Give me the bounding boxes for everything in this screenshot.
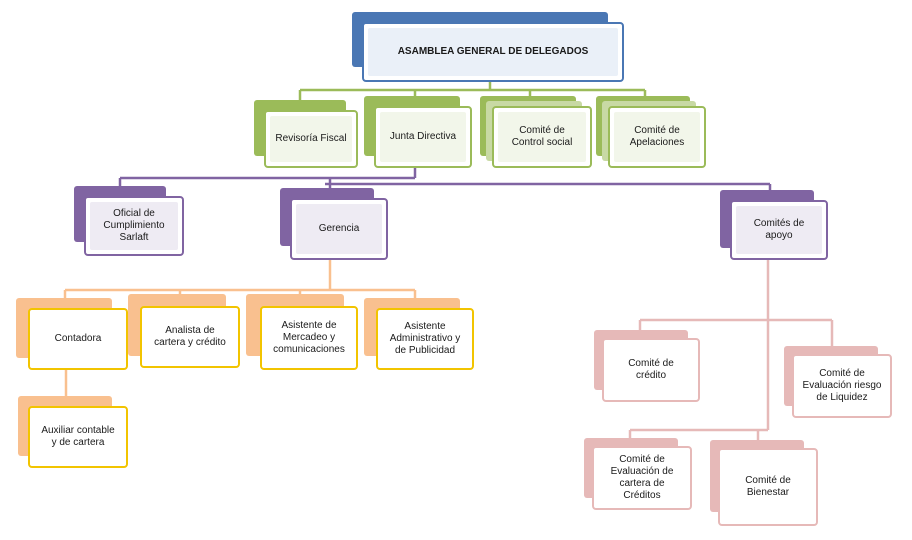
node-evaluacion-label: Comité de Evaluación de cartera de Crédi… bbox=[610, 454, 674, 501]
node-liquidez: Comité de Evaluación riesgo de Liquidez bbox=[784, 346, 894, 418]
node-control: Comité de Control social bbox=[480, 96, 592, 168]
node-credito: Comité de crédito bbox=[594, 330, 700, 402]
node-gerencia-label: Gerencia bbox=[318, 223, 360, 234]
node-administrativo-label: Asistente Administrativo y de Publicidad bbox=[389, 321, 461, 356]
node-bienestar: Comité de Bienestar bbox=[710, 440, 820, 528]
node-asamblea: ASAMBLEA GENERAL DE DELEGADOS bbox=[352, 12, 624, 82]
node-apelaciones: Comité de Apelaciones bbox=[596, 96, 706, 168]
node-junta-label: Junta Directiva bbox=[389, 131, 457, 142]
node-asamblea-label: ASAMBLEA GENERAL DE DELEGADOS bbox=[397, 46, 589, 57]
node-junta: Junta Directiva bbox=[364, 96, 472, 168]
node-contadora: Contadora bbox=[16, 298, 128, 370]
node-oficial: Oficial de Cumplimiento Sarlaft bbox=[74, 186, 184, 256]
gerencia-connectors bbox=[63, 260, 417, 400]
node-revisoria-label: Revisoría Fiscal bbox=[275, 133, 347, 144]
node-mercadeo: Asistente de Mercadeo y comunicaciones bbox=[246, 294, 358, 370]
node-apelaciones-label: Comité de Apelaciones bbox=[629, 125, 685, 148]
node-analista: Analista de cartera y crédito bbox=[128, 294, 240, 368]
node-analista-label: Analista de cartera y crédito bbox=[154, 325, 226, 348]
asamblea-connectors bbox=[298, 80, 647, 100]
node-oficial-label: Oficial de Cumplimiento Sarlaft bbox=[103, 208, 165, 243]
node-credito-label: Comité de crédito bbox=[628, 358, 674, 381]
node-mercadeo-label: Asistente de Mercadeo y comunicaciones bbox=[273, 320, 345, 355]
node-evaluacion: Comité de Evaluación de cartera de Crédi… bbox=[584, 438, 692, 510]
node-control-label: Comité de Control social bbox=[511, 125, 573, 148]
node-apoyo: Comités de apoyo bbox=[720, 190, 828, 260]
node-gerencia: Gerencia bbox=[280, 188, 388, 260]
node-apoyo-label: Comités de apoyo bbox=[753, 218, 805, 241]
node-contadora-label: Contadora bbox=[54, 333, 102, 344]
node-bienestar-label: Comité de Bienestar bbox=[745, 475, 791, 498]
node-revisoria: Revisoría Fiscal bbox=[254, 100, 358, 168]
junta-connectors bbox=[118, 166, 772, 192]
node-auxiliar-label: Auxiliar contable y de cartera bbox=[41, 425, 115, 448]
node-auxiliar: Auxiliar contable y de cartera bbox=[18, 396, 128, 468]
node-administrativo: Asistente Administrativo y de Publicidad bbox=[364, 298, 474, 370]
node-liquidez-label: Comité de Evaluación riesgo de Liquidez bbox=[802, 368, 882, 403]
